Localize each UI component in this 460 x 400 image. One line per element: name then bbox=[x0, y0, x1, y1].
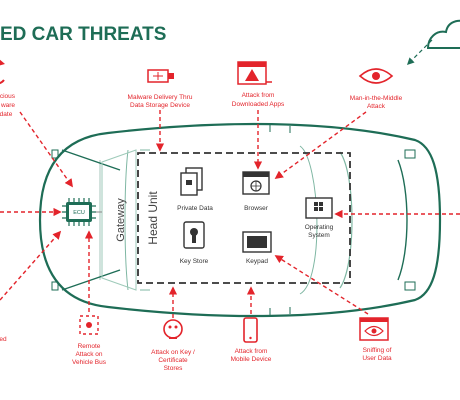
threat-storage-1: Malware Delivery Thru bbox=[128, 94, 193, 101]
threat-bus-2: Attack on bbox=[75, 351, 102, 358]
threat-update-3: date bbox=[0, 111, 13, 118]
key-icon bbox=[163, 319, 183, 339]
cloud-link bbox=[406, 39, 433, 66]
threat-apps-2: Downloaded Apps bbox=[232, 101, 285, 108]
car-body bbox=[38, 122, 442, 318]
gateway-outline bbox=[101, 149, 137, 291]
keycard-icon bbox=[183, 221, 205, 249]
window-logo-icon bbox=[305, 197, 333, 219]
threat-bus-1: Remote bbox=[78, 343, 101, 350]
threat-bus-3: Vehicle Bus bbox=[72, 359, 107, 366]
threat-sniff-2: User Data bbox=[362, 355, 392, 362]
threat-left-fragment: ed bbox=[0, 336, 7, 343]
threat-mobile-2: Mobile Device bbox=[231, 356, 272, 363]
threat-sniff-1: Sniffing of bbox=[363, 347, 392, 354]
keypad-icon bbox=[242, 231, 272, 253]
refresh-icon bbox=[0, 59, 5, 85]
threat-key-1: Attack on Key / bbox=[151, 349, 195, 356]
documents-icon bbox=[180, 167, 203, 196]
browser-icon bbox=[242, 171, 270, 195]
browser-label: Browser bbox=[244, 205, 269, 212]
phone-icon bbox=[243, 317, 258, 343]
warning-window-icon bbox=[237, 61, 272, 85]
threat-mitm-1: Man-in-the-Middle bbox=[350, 95, 403, 102]
head-unit-label: Head Unit bbox=[146, 191, 160, 245]
eye-icon bbox=[358, 68, 394, 84]
threat-key-3: Stores bbox=[164, 365, 184, 372]
threat-storage-2: Data Storage Device bbox=[130, 102, 190, 109]
threat-key-2: Certificate bbox=[158, 357, 188, 364]
keypad-label: Keypad bbox=[246, 258, 268, 265]
os-label-1: Operating bbox=[305, 224, 334, 231]
threat-apps-1: Attack from bbox=[242, 92, 275, 99]
os-label-2: System bbox=[308, 232, 330, 239]
threat-update-1: licious bbox=[0, 93, 16, 100]
key-store-label: Key Store bbox=[180, 258, 209, 265]
cloud-icon bbox=[426, 19, 460, 49]
private-data-label: Private Data bbox=[177, 205, 213, 212]
chip-icon bbox=[62, 198, 96, 226]
eye-window-icon bbox=[359, 317, 389, 341]
threat-mitm-2: Attack bbox=[367, 103, 386, 110]
usb-icon bbox=[147, 69, 174, 83]
crosshair-icon bbox=[79, 315, 99, 335]
gateway-label: Gateway bbox=[115, 198, 127, 242]
threat-update-2: ware bbox=[0, 102, 15, 109]
ecu-label: ECU bbox=[73, 210, 85, 216]
page-title: ED CAR THREATS bbox=[0, 24, 166, 45]
threat-arrows bbox=[0, 110, 460, 318]
threat-mobile-1: Attack from bbox=[235, 348, 268, 355]
head-unit-box bbox=[137, 152, 351, 284]
